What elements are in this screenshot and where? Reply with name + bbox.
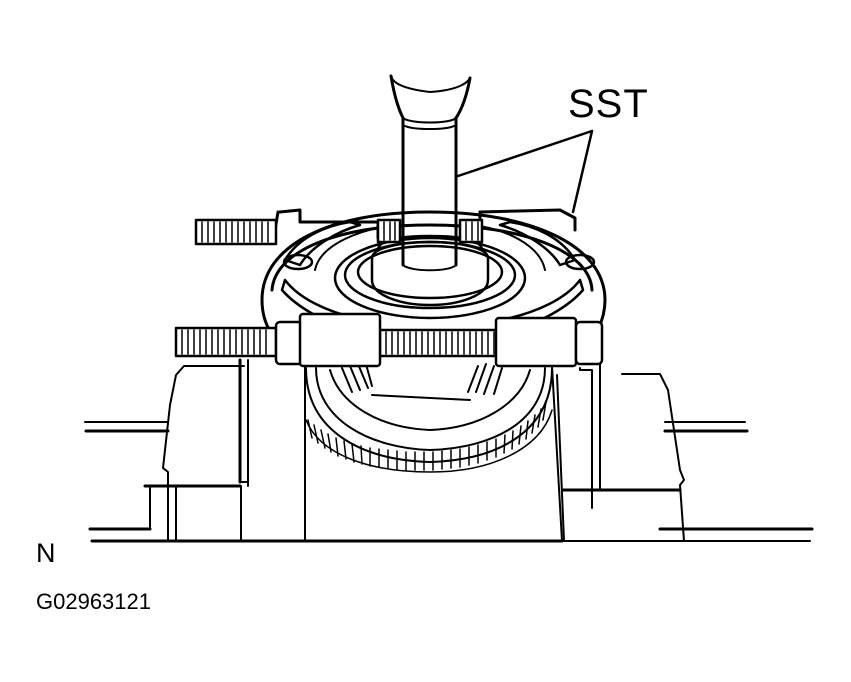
sst-callout-label: SST (568, 82, 649, 126)
gear-teeth (305, 401, 553, 473)
pinion-teeth (341, 363, 503, 401)
bolts (174, 218, 604, 368)
ring-gear (305, 363, 553, 473)
right-support-block (551, 359, 685, 542)
figure-code: G02963121 (36, 589, 151, 614)
press-rails (84, 421, 814, 543)
sst-leader-lines (456, 129, 594, 214)
press-ram (389, 74, 472, 272)
bearing (333, 234, 527, 320)
left-support-block (143, 358, 306, 542)
view-label: N (36, 538, 56, 568)
